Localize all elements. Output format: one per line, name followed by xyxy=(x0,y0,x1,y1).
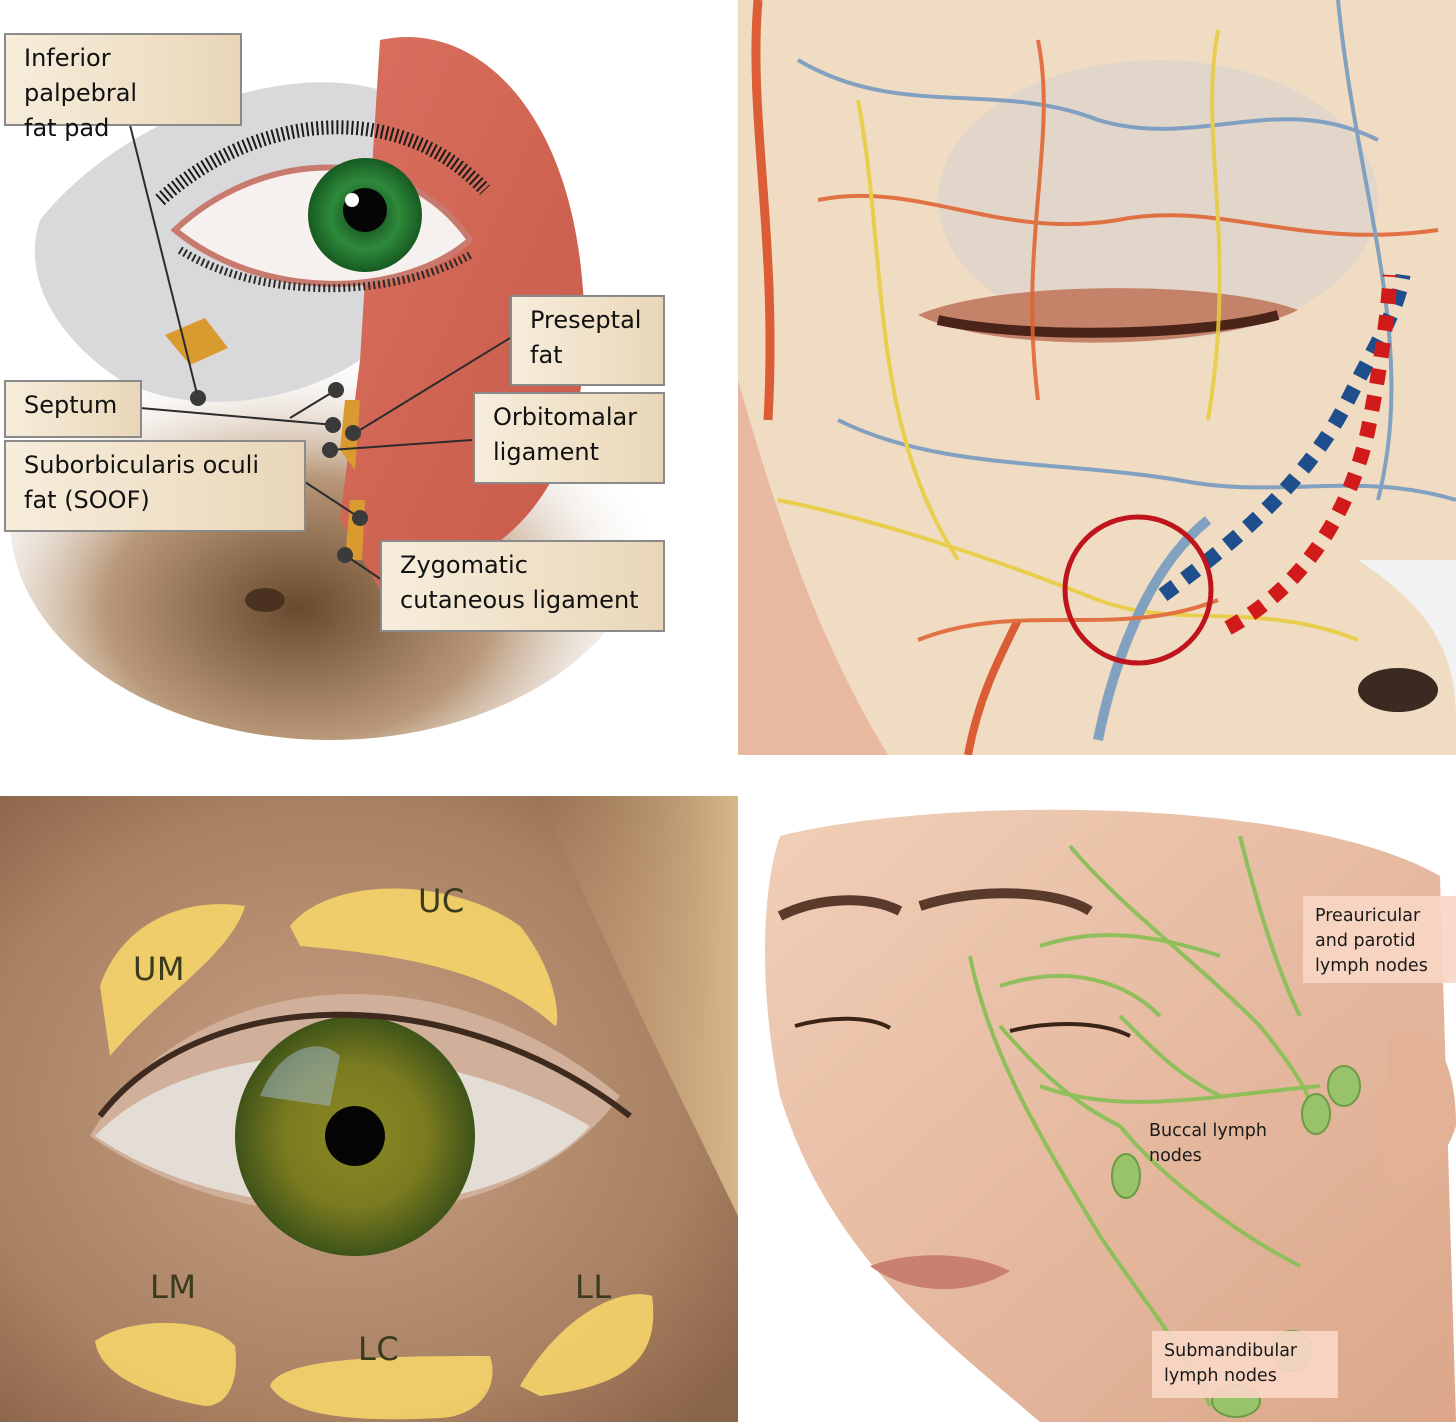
label-ll: LL xyxy=(575,1268,612,1306)
label-preauricular-parotid-nodes: Preauricular and parotid lymph nodes xyxy=(1303,896,1456,983)
lymphatic-illustration xyxy=(765,809,1456,1422)
label-preseptal-fat: Preseptal fat xyxy=(510,295,665,386)
panel-eyelid-anatomy: Inferior palpebral fat pad Septum Suborb… xyxy=(0,0,700,740)
label-lc: LC xyxy=(358,1330,400,1368)
eye-photo-illustration xyxy=(0,796,738,1422)
label-orbitomalar-ligament: Orbitomalar ligament xyxy=(473,392,665,484)
fat-lm xyxy=(95,1322,236,1406)
fat-uc xyxy=(290,888,558,1026)
fat-lc xyxy=(270,1356,493,1420)
panel-fat-compartments: UC UM LM LC LL xyxy=(0,796,738,1422)
label-septum: Septum xyxy=(4,380,142,438)
panel-lymphatic-drainage: Preauricular and parotid lymph nodes Buc… xyxy=(740,796,1456,1422)
label-buccal-nodes: Buccal lymph nodes xyxy=(1149,1121,1267,1166)
panel-vascular-map xyxy=(738,0,1456,755)
fat-um xyxy=(100,904,245,1056)
label-soof: Suborbicularis oculi fat (SOOF) xyxy=(4,440,306,532)
label-submandibular-nodes: Submandibular lymph nodes xyxy=(1152,1331,1338,1398)
vascular-illustration xyxy=(738,0,1456,755)
label-lm: LM xyxy=(150,1268,197,1306)
fat-ll xyxy=(520,1294,654,1396)
red-circle-marker xyxy=(1062,514,1214,666)
label-zygomatic-cutaneous-ligament: Zygomatic cutaneous ligament xyxy=(380,540,665,632)
label-inferior-palpebral-fat-pad: Inferior palpebral fat pad xyxy=(4,33,242,142)
spacer xyxy=(1140,1408,1340,1422)
label-um: UM xyxy=(133,950,186,988)
label-uc: UC xyxy=(418,882,465,920)
